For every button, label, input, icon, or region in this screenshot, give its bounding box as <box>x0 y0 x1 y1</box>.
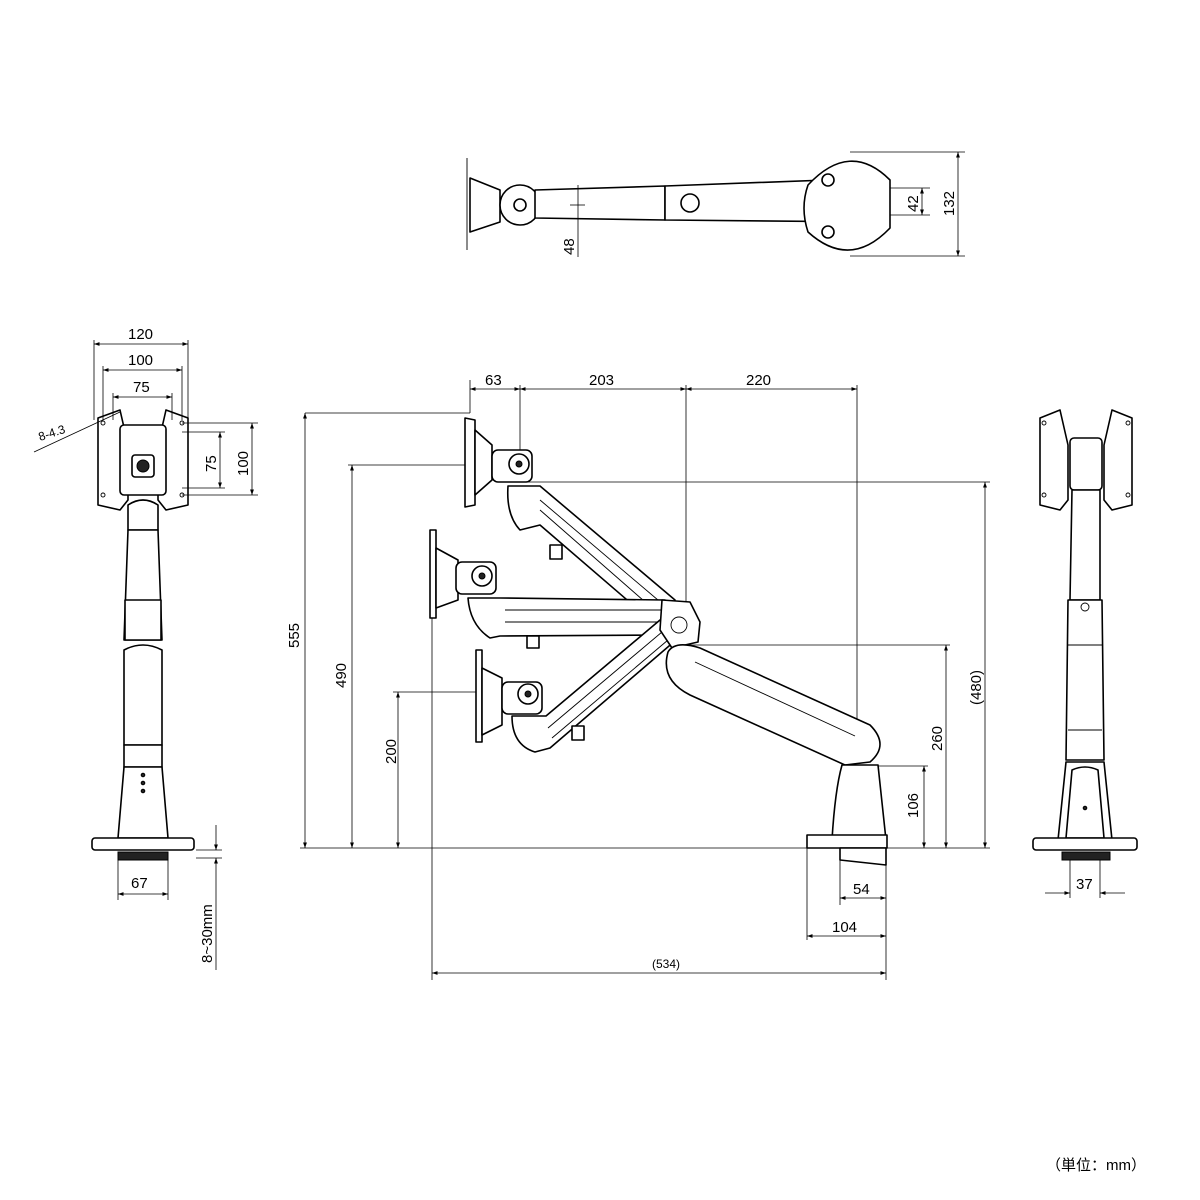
front-view: 120 100 75 8-4.3 75 100 67 8~30mm <box>33 326 258 970</box>
front-dim-75-vertical: 75 <box>203 455 220 472</box>
side-dim-480: (480) <box>968 670 985 705</box>
side-dim-104: 104 <box>832 919 857 936</box>
top-dim-132: 132 <box>941 191 958 216</box>
unit-note: （単位：mm） <box>1046 1157 1146 1174</box>
front-dim-hole-spec: 8-4.3 <box>37 422 68 444</box>
side-dim-63: 63 <box>485 372 502 389</box>
front-dim-120: 120 <box>128 326 153 343</box>
front-dim-100: 100 <box>128 352 153 369</box>
side-dim-260: 260 <box>929 726 946 751</box>
front-dim-clamp-range: 8~30mm <box>199 904 216 963</box>
side-dim-106: 106 <box>905 793 922 818</box>
side-dim-490: 490 <box>333 663 350 688</box>
side-dim-203: 203 <box>589 372 614 389</box>
rear-dim-37: 37 <box>1076 876 1093 893</box>
side-dim-555: 555 <box>286 623 303 648</box>
side-dim-200: 200 <box>383 739 400 764</box>
front-dim-100-vertical: 100 <box>235 451 252 476</box>
side-view: 63 203 220 555 490 200 (480) 260 106 54 … <box>286 372 990 980</box>
side-dim-54: 54 <box>853 881 870 898</box>
front-dim-75: 75 <box>133 379 150 396</box>
rear-view: 37 <box>1032 409 1138 898</box>
front-dim-67: 67 <box>131 875 148 892</box>
side-dim-220: 220 <box>746 372 771 389</box>
top-view: 48 42 132 <box>466 151 965 257</box>
side-dim-534: (534) <box>652 957 680 971</box>
top-dim-42: 42 <box>905 195 922 212</box>
top-dim-48: 48 <box>561 238 578 255</box>
